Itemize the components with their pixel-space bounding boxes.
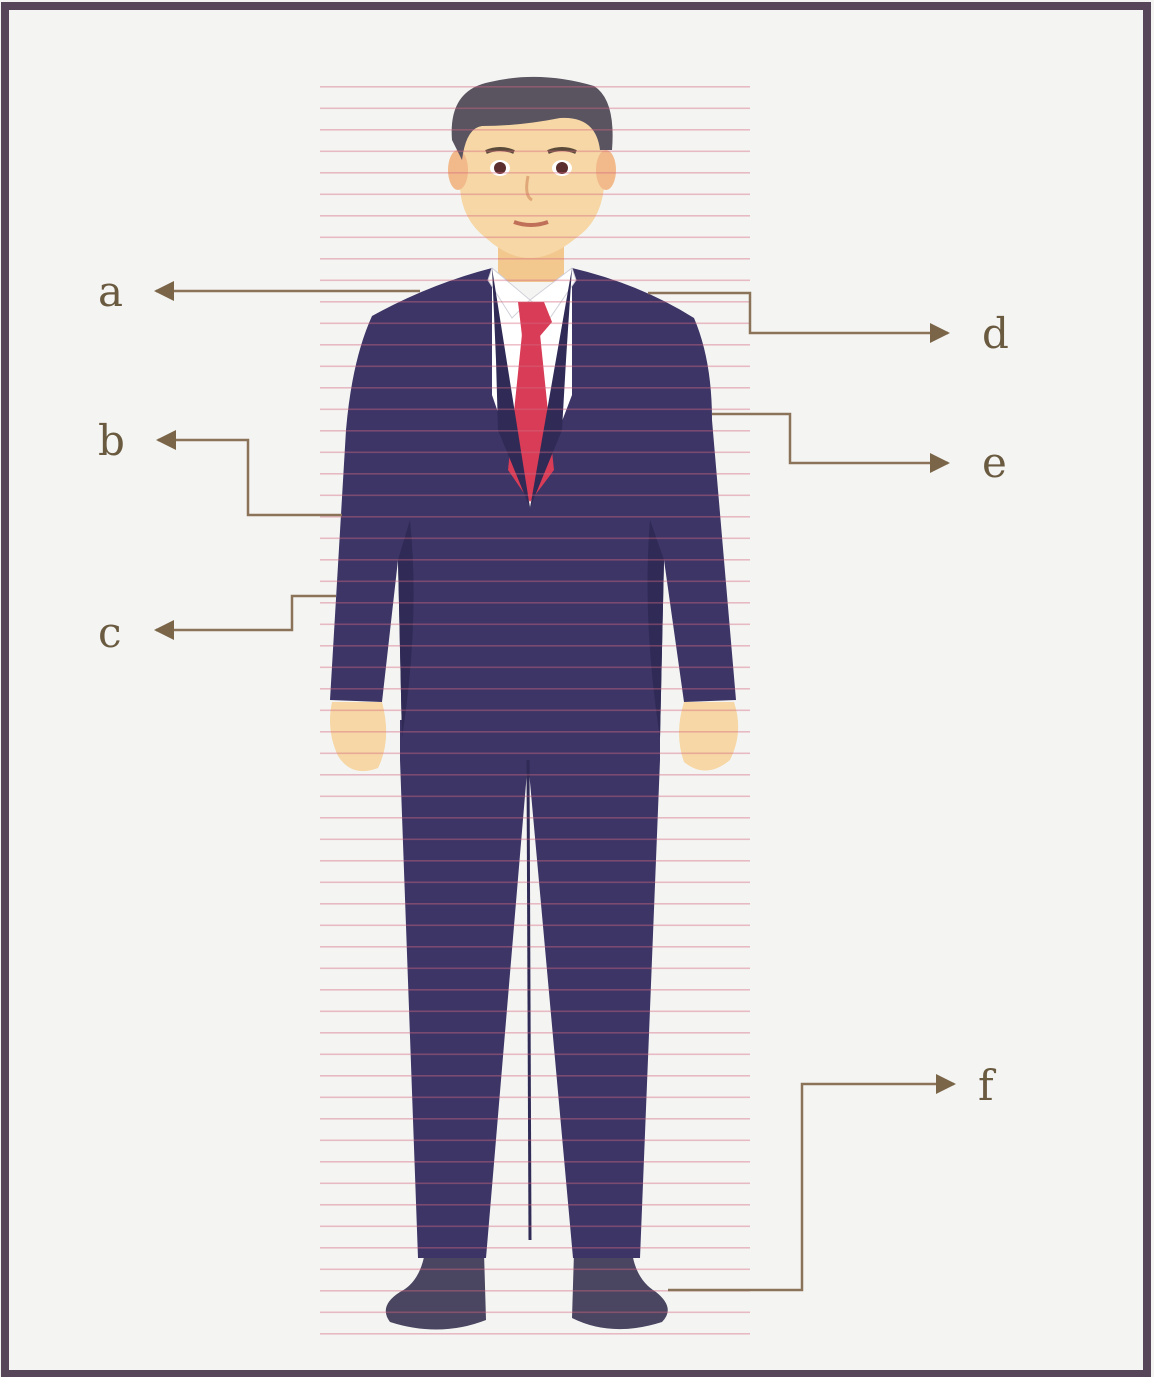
label-e: e: [982, 438, 1007, 487]
scan-line-overlay: [320, 80, 750, 1350]
label-b: b: [98, 416, 125, 465]
man-in-suit: [320, 77, 750, 1350]
label-a: a: [98, 267, 123, 316]
label-c: c: [98, 608, 122, 657]
label-d: d: [982, 309, 1009, 358]
